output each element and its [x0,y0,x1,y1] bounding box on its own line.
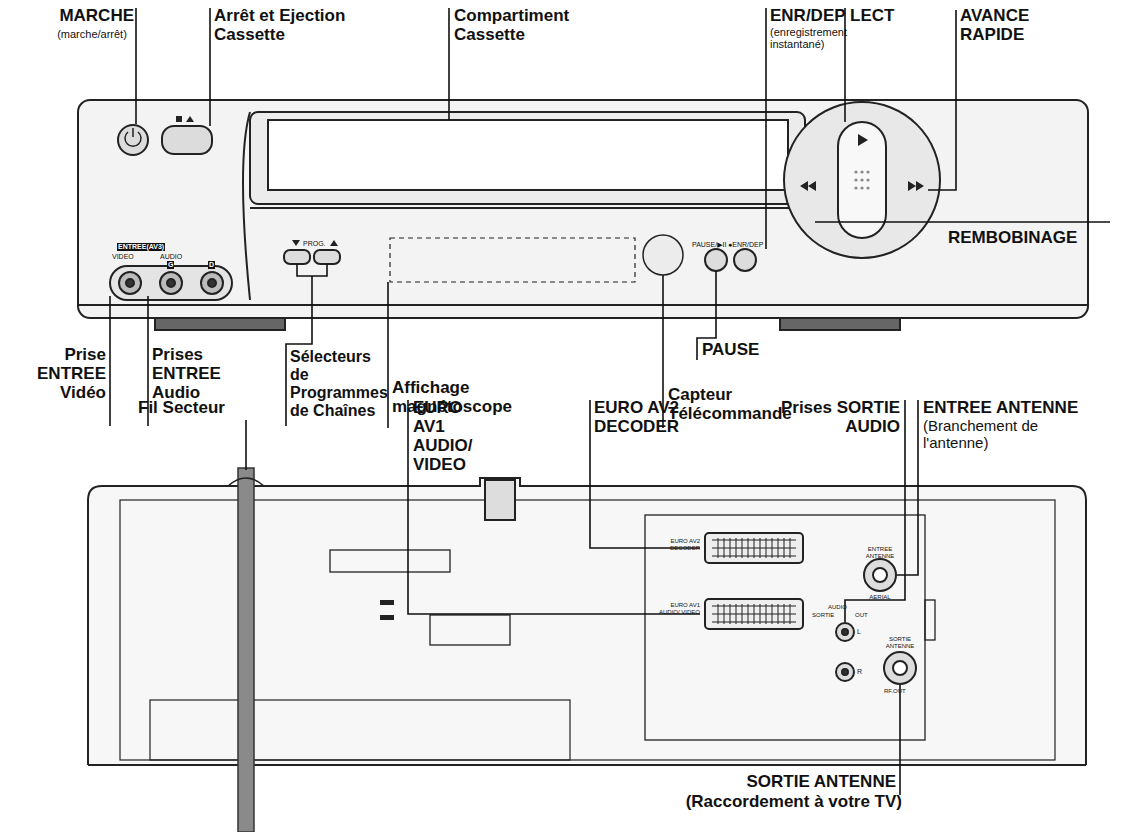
rear-base-panel [150,700,570,760]
transport-dial [784,102,940,258]
eject-symbol [186,116,194,122]
play-button [838,122,886,238]
prog-down-button [284,250,310,264]
panel-marking: ●ENR/DEP [728,241,763,249]
display-window [390,238,635,282]
panel-marking: AUDIO [828,604,847,611]
panel-marking: D [208,261,215,269]
panel-marking: VIDEO [112,253,134,261]
panel-marking: RF.OUT [884,688,906,695]
jack-panel [110,266,232,300]
part-label: REMBOBINAGE [948,228,1077,247]
audio-jack [160,272,182,294]
speaker-dots [854,170,869,189]
play-symbol [858,134,868,146]
panel-marking: ENTREE ANTENNE [860,546,900,559]
leader-lines [110,8,1110,428]
part-note: (Raccordement à votre TV) [620,792,902,811]
aerial-in-socket [873,568,887,582]
part-label: EURO AV1 AUDIO/ VIDEO [413,398,498,474]
rf-out-socket [893,661,907,675]
panel-marking: OUT [855,612,868,619]
rf-out-socket [884,652,916,684]
prog-up-button [314,250,340,264]
part-label: Prises SORTIE AUDIO [760,398,900,436]
part-label: Arrêt et Ejection Cassette [214,6,374,44]
panel-marking: SORTIE ANTENNE [880,636,920,649]
remote-sensor [643,235,683,275]
part-note: (marche/arrêt) [50,28,134,40]
part-label: AVANCE RAPIDE [960,6,1060,44]
audio-jack [201,272,223,294]
rear-clip [485,480,515,520]
record-button [734,249,756,271]
scart-pins [712,538,796,624]
power-button [118,125,148,155]
panel-marking: R [857,668,862,676]
audio-jack [208,279,216,287]
panel-marking: EURO AV2 DECODER [650,538,700,551]
leader-lines [246,400,918,795]
aerial-in-socket [864,559,896,591]
part-label: PAUSE [702,340,759,359]
part-label: ENR/DEP [770,6,846,25]
rear-slot [380,600,394,605]
part-label: ENTREE ANTENNE [923,398,1078,417]
part-label: Compartiment Cassette [454,6,594,44]
part-label: SORTIE ANTENNE [700,772,896,791]
video-jack [126,279,134,287]
audio-out-jack [842,629,848,635]
body-contour [243,112,250,300]
down-symbol [292,240,300,246]
fast-forward-symbol [908,181,924,191]
rear-label-plate [430,615,510,645]
door-ledge [250,207,805,209]
up-symbol [330,240,338,246]
front-view [78,100,1088,330]
panel-marking: EURO AV1 AUDIO/ VIDEO [650,602,700,615]
panel-marking: SORTIE [812,612,834,619]
connector-panel [645,515,925,740]
rear-vent [330,550,450,572]
part-label: Fil Secteur [138,398,225,417]
part-label: EURO AV2 DECODER [594,398,694,436]
back-view [88,468,1086,832]
power-symbol [125,128,141,146]
eject-button [162,126,212,154]
panel-marking: PROG. [303,240,326,248]
rewind-symbol [800,181,816,191]
part-label: Sélecteurs de Programmes de Chaînes [290,348,386,420]
power-cord [238,468,254,832]
audio-out-jack [836,663,854,681]
panel-tab [925,600,935,640]
rear-inner-outline [120,500,1055,760]
vcr-body [78,100,1088,318]
cord-grommet [228,478,264,486]
part-note: (Branchement de l'antenne) [923,418,1098,452]
panel-marking: AUDIO [160,253,182,261]
body-edge [78,304,1088,306]
rear-slot [380,615,394,620]
cassette-slot [268,120,788,190]
part-label: Prises ENTREE Audio [152,345,226,402]
panel-marking: PAUSE/▶II [692,241,726,249]
panel-marking: G [167,261,174,269]
pause-button [705,249,727,271]
panel-marking: ENTREE(AV3) [117,243,165,251]
stop-symbol [176,116,182,122]
audio-out-jack [836,623,854,641]
part-label: Prise ENTREE Vidéo [34,345,106,402]
part-label: LECT [850,6,894,25]
cassette-door [250,112,805,204]
panel-marking: AERIAL [862,594,898,601]
part-label: MARCHE [58,6,134,25]
audio-out-jack [842,669,848,675]
part-note: (enregistrement instantané) [770,26,860,51]
audio-jack [167,279,175,287]
panel-marking: L [857,628,861,636]
video-jack [119,272,141,294]
